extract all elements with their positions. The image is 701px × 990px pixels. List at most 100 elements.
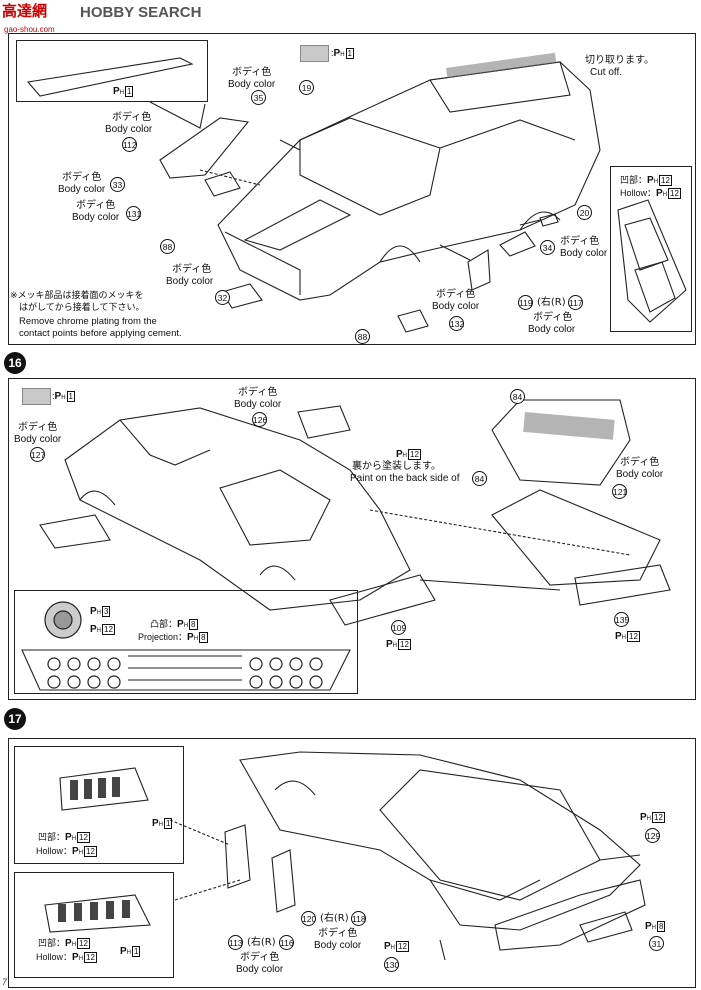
label-112-en: Body color: [105, 124, 153, 135]
part-113: 113: [228, 935, 243, 950]
part-132: 132: [449, 316, 464, 331]
paint-swatch-ph1-16: [22, 388, 51, 405]
part-32: 32: [215, 290, 230, 305]
part-31: 31: [649, 936, 664, 951]
label-113-en: Body color: [236, 964, 284, 975]
inset-panel-hollow-detail: [610, 166, 692, 332]
step-17-panel: [8, 738, 696, 988]
label-cut-off-jp: 切り取ります。: [585, 55, 654, 66]
part-127: 127: [30, 447, 45, 462]
label-33-jp: ボディ色: [62, 172, 102, 183]
step-17-marker: 17: [4, 708, 26, 730]
chrome-note-en-1: Remove chrome plating from the: [19, 316, 157, 327]
backside-note-en: Paint on the back side of: [350, 473, 460, 484]
chrome-note-jp-1: ※メッキ部品は接着面のメッキを: [10, 291, 144, 301]
backside-note-jp: 裏から塗装します。: [352, 461, 441, 472]
label-126-jp: ボディ色: [238, 387, 278, 398]
part-126: 126: [252, 412, 267, 427]
logo-url: gao-shou.com: [4, 25, 55, 34]
label-119-jp: ボディ色: [436, 289, 476, 300]
page-number: 7: [2, 977, 8, 987]
label-33-en: Body color: [58, 184, 106, 195]
label-right-r-15: (右(R): [537, 297, 566, 308]
label-126-en: Body color: [234, 399, 282, 410]
part-117: 117: [568, 295, 583, 310]
label-cut-off-en: Cut off.: [590, 67, 623, 78]
paint-swatch-ph1: [300, 45, 329, 62]
hollow-inset-2: [14, 872, 174, 978]
part-130: 130: [384, 957, 399, 972]
part-119: 119: [518, 295, 533, 310]
part-116: 116: [279, 935, 294, 950]
logo-badge: 高達網: [2, 2, 48, 20]
part-88: 88: [160, 239, 175, 254]
part-112: 112: [122, 137, 137, 152]
part-20: 20: [577, 205, 592, 220]
hollow-inset-1: [14, 746, 184, 864]
part-118: 118: [351, 911, 366, 926]
label-right-r-17b: (右(R): [247, 937, 276, 948]
part-121: 121: [612, 484, 627, 499]
part-109: 109: [391, 620, 406, 635]
step-15-panel: [8, 33, 696, 345]
label-119-en: Body color: [432, 301, 480, 312]
label-127-jp: ボディ色: [18, 422, 58, 433]
label-body-color-en: Body color: [228, 79, 276, 90]
label-127-en: Body color: [14, 434, 62, 445]
part-19: 19: [299, 80, 314, 95]
label-113-jp: ボディ色: [240, 952, 280, 963]
label-32-en: Body color: [166, 276, 214, 287]
label-131-jp: ボディ色: [76, 200, 116, 211]
label-120-jp: ボディ色: [318, 928, 358, 939]
step-16-panel: [8, 378, 696, 700]
part-135: 135: [614, 612, 629, 627]
label-32-jp: ボディ色: [172, 264, 212, 275]
label-117-en: Body color: [528, 324, 576, 335]
chrome-tree-panel: [14, 590, 358, 694]
part-129: 129: [645, 828, 660, 843]
label-34-jp: ボディ色: [560, 236, 600, 247]
part-34: 34: [540, 240, 555, 255]
inset-panel-top-left: [16, 40, 208, 102]
logo-text: HOBBY SEARCH: [80, 4, 202, 21]
step-16-marker: 16: [4, 352, 26, 374]
part-131: 131: [126, 206, 141, 221]
label-112-jp: ボディ色: [112, 112, 152, 123]
label-right-r-17a: (右(R): [320, 913, 349, 924]
part-84: 84: [510, 389, 525, 404]
part-120: 120: [301, 911, 316, 926]
label-34-en: Body color: [560, 248, 608, 259]
chrome-note-en-2: contact points before applying cement.: [19, 328, 182, 339]
label-121-en: Body color: [616, 469, 664, 480]
label-131-en: Body color: [72, 212, 120, 223]
chrome-note-jp-2: はがしてから接着して下さい。: [19, 303, 145, 313]
label-body-color-jp: ボディ色: [232, 67, 272, 78]
part-35: 35: [251, 90, 266, 105]
part-88-b: 88: [355, 329, 370, 344]
label-117-jp: ボディ色: [533, 312, 573, 323]
part-84-ref: 84: [472, 471, 487, 486]
label-120-en: Body color: [314, 940, 362, 951]
